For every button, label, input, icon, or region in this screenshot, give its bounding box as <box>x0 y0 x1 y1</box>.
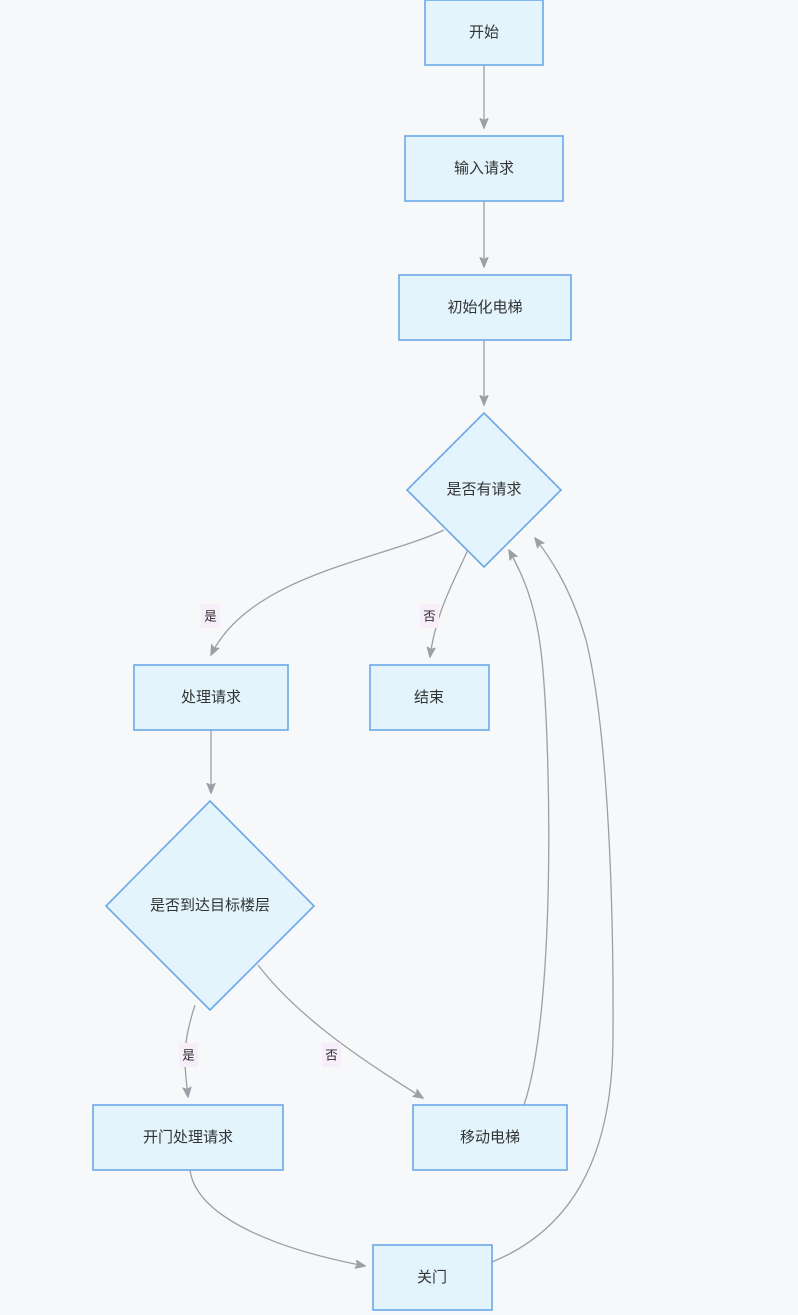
edge-label-yes-arrived-bg <box>179 1043 198 1067</box>
edge-label-yes-arrived: 是 <box>179 1043 198 1067</box>
edge-hasreq-to-end <box>430 544 471 657</box>
node-start-shape[interactable] <box>424 0 544 66</box>
node-arrived-decision[interactable]: 是否到达目标楼层 <box>104 799 316 1012</box>
edge-label-no-arrived: 否 <box>322 1043 341 1067</box>
edge-arrived-to-move <box>257 964 423 1098</box>
nodes-layer: 开始 输入请求 初始化电梯 是否有请求 处理请求 结束 <box>92 0 572 1311</box>
edge-label-no-has-request: 否 <box>420 604 439 628</box>
edge-closedoor-to-hasreq <box>491 538 614 1263</box>
node-close-door[interactable]: 关门 <box>372 1244 493 1311</box>
edges-layer <box>185 65 614 1266</box>
edge-label-yes-has-request-bg <box>201 604 220 628</box>
node-open-door[interactable]: 开门处理请求 <box>92 1104 284 1171</box>
edge-label-no-arrived-bg <box>322 1043 341 1067</box>
node-has-request-decision-shape[interactable] <box>405 411 563 569</box>
node-start[interactable]: 开始 <box>424 0 544 66</box>
edge-opendoor-to-closedoor <box>189 1169 365 1266</box>
edge-hasreq-to-process <box>211 529 445 655</box>
node-end-shape[interactable] <box>369 664 490 731</box>
node-init-elevator-shape[interactable] <box>398 274 572 341</box>
node-arrived-decision-shape[interactable] <box>104 799 316 1012</box>
edge-label-yes-has-request: 是 <box>201 604 220 628</box>
node-open-door-shape[interactable] <box>92 1104 284 1171</box>
node-init-elevator[interactable]: 初始化电梯 <box>398 274 572 341</box>
edge-move-to-hasreq <box>509 550 550 1106</box>
node-process-request-shape[interactable] <box>133 664 289 731</box>
node-move-elevator[interactable]: 移动电梯 <box>412 1104 568 1171</box>
node-end[interactable]: 结束 <box>369 664 490 731</box>
node-input-request-shape[interactable] <box>404 135 564 202</box>
node-input-request[interactable]: 输入请求 <box>404 135 564 202</box>
edge-label-no-has-request-bg <box>420 604 439 628</box>
node-move-elevator-shape[interactable] <box>412 1104 568 1171</box>
node-has-request-decision[interactable]: 是否有请求 <box>405 411 563 569</box>
node-process-request[interactable]: 处理请求 <box>133 664 289 731</box>
node-close-door-shape[interactable] <box>372 1244 493 1311</box>
